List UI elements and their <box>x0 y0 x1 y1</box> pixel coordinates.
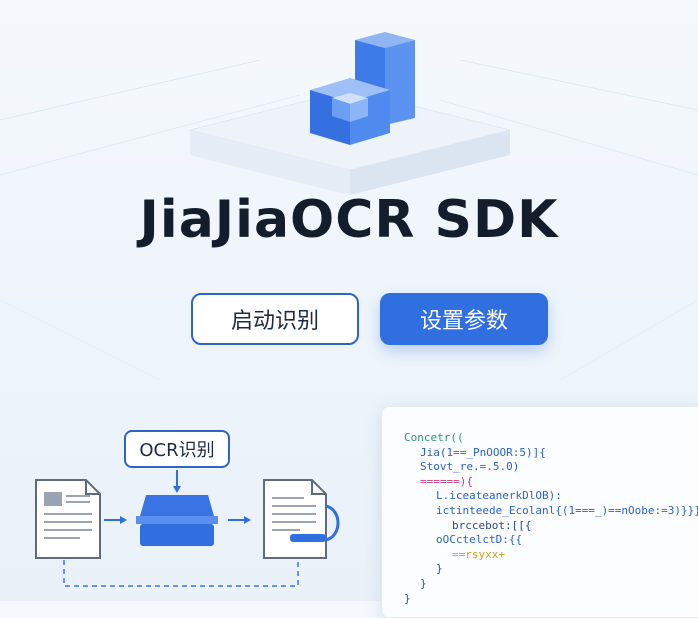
ocr-recognition-label: OCR识别 <box>124 430 230 468</box>
code-block: Concetr((Jia(1==_PnOOOR:5)]{Stovt_re.=.5… <box>404 431 698 606</box>
start-recognition-button[interactable]: 启动识别 <box>191 293 359 345</box>
code-line: oOCctelctD:{{ <box>436 533 523 547</box>
page-title: JiaJiaOCR SDK <box>139 190 559 250</box>
code-line: ==rsyxx+ <box>452 547 505 561</box>
code-line: } <box>404 591 411 605</box>
document-icon <box>35 479 101 559</box>
code-line: Jia(1==_PnOOOR:5)]{ <box>420 445 546 459</box>
code-line: ======){ <box>420 474 473 488</box>
code-line: L.iceateanerkDlOB): <box>436 489 562 503</box>
cube-stack-icon <box>189 32 511 195</box>
scanner-icon <box>136 495 218 546</box>
code-line: brccebot:[[{ <box>452 518 532 532</box>
code-line: ictinteede_Ecolanl{(1===_)==nOobe:=3)}}} <box>436 503 698 517</box>
code-line: Stovt_re.=.5.0) <box>420 460 520 474</box>
document-output-icon <box>263 479 340 559</box>
code-line: } <box>436 562 443 576</box>
code-line: } <box>420 576 427 590</box>
code-line: Concetr(( <box>404 431 464 444</box>
ocr-flow-diagram <box>35 470 340 587</box>
code-panel: Concetr((Jia(1==_PnOOOR:5)]{Stovt_re.=.5… <box>381 406 698 618</box>
settings-button[interactable]: 设置参数 <box>380 293 548 345</box>
